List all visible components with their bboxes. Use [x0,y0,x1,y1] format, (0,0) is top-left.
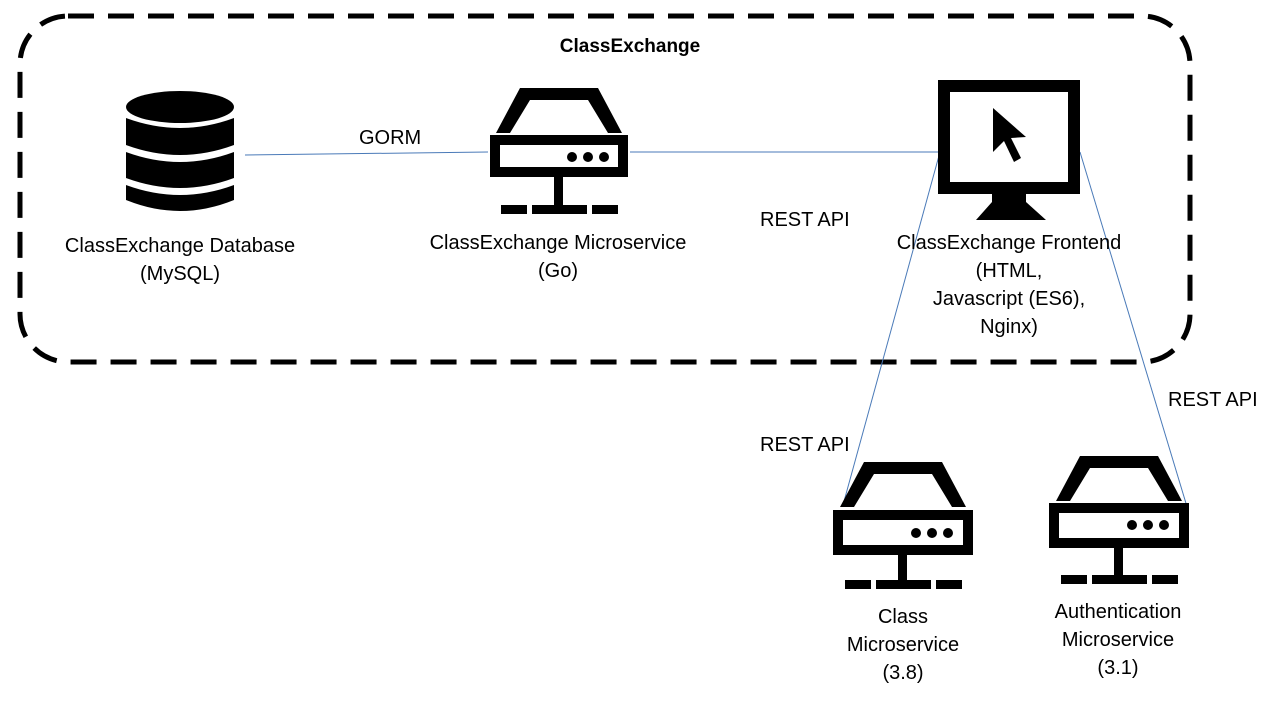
frontend-label-name: ClassExchange Frontend [896,232,1122,254]
monitor-cursor-icon [938,80,1080,220]
frontend-label-tech-3: Nginx) [980,316,1038,338]
auth-service-label-line1: Authentication [1054,601,1182,623]
edge-label-rest-api-class: REST API [760,434,850,456]
database-label: ClassExchange Database (MySQL) [65,232,295,288]
auth-service-label: Authentication Microservice (3.1) [1055,598,1182,682]
server-icon [490,88,628,214]
connector-frontend-auth [1079,151,1189,511]
classexchange-boundary [17,13,1193,365]
frontend-label: ClassExchange Frontend (HTML, Javascript… [897,229,1122,341]
microservice-label: ClassExchange Microservice (Go) [430,229,687,285]
class-service-label-version: (3.8) [882,662,924,684]
class-service-label-line2: Microservice [846,634,960,656]
server-icon [833,462,973,589]
microservice-label-tech: (Go) [537,260,578,282]
edge-label-rest-api-auth: REST API [1168,389,1258,411]
frontend-label-tech-2: Javascript (ES6), [932,288,1086,310]
connector-frontend-class [842,151,941,506]
database-icon [126,91,234,211]
boundary-title: ClassExchange [559,36,701,57]
frontend-label-tech-1: (HTML, [975,260,1043,282]
class-service-label-line1: Class [877,606,928,628]
connector-db-microservice [244,151,489,156]
edge-label-gorm: GORM [359,127,422,149]
auth-service-label-version: (3.1) [1097,657,1139,679]
edge-label-rest-api-frontend: REST API [760,209,850,231]
connectors [244,151,1189,511]
auth-service-label-line2: Microservice [1061,629,1175,651]
microservice-label-name: ClassExchange Microservice [429,232,687,254]
server-icon [1049,456,1189,584]
database-label-name: ClassExchange Database [64,235,296,257]
class-service-label: Class Microservice (3.8) [847,603,959,687]
database-label-tech: (MySQL) [139,263,220,285]
